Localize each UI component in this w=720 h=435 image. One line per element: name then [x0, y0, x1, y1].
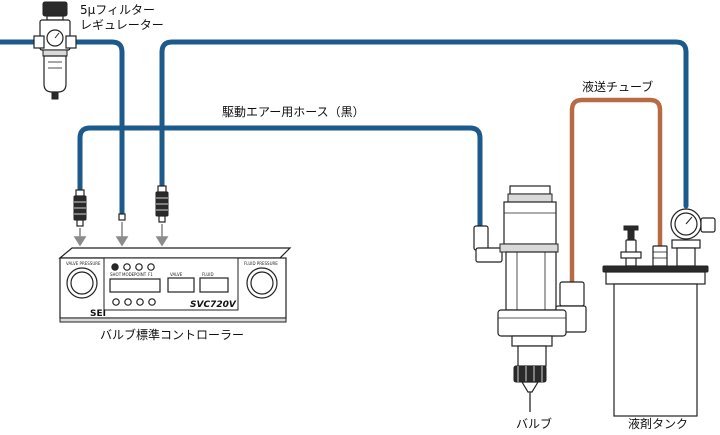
fluid-pressure-label: FLUID PRESSURE	[244, 261, 278, 266]
regulator-knob	[42, 1, 68, 17]
mode-button[interactable]	[123, 263, 131, 271]
valve-assembly	[473, 185, 587, 412]
controller-label: バルブ標準コントローラー	[100, 327, 244, 342]
shot-button[interactable]	[111, 263, 119, 271]
shot-label: SHOT	[110, 272, 122, 277]
tank-label: 液剤タンク	[628, 416, 688, 431]
brand-logo: SEI	[90, 309, 106, 319]
liquid-tube-label: 液送チューブ	[582, 79, 653, 94]
model-name: SVC720V	[190, 300, 237, 310]
valve-air-fitting	[473, 225, 489, 251]
f1-button[interactable]	[147, 263, 155, 271]
valve-controller: VALVE PRESSURE FLUID PRESSURE SHOT MODE …	[58, 247, 292, 323]
regulator-label-line2: レギュレーター	[80, 18, 164, 32]
f1-label: F1	[148, 272, 153, 277]
air-hoses	[0, 39, 689, 229]
valve-upper-body	[503, 201, 557, 245]
valve-pressure-label: VALVE PRESSURE	[66, 261, 101, 266]
liquid-tank	[602, 208, 716, 417]
air-hose-label: 駆動エアー用ホース（黒）	[222, 105, 365, 119]
liquid-tube	[569, 97, 663, 285]
drive-air-hose	[77, 125, 483, 229]
timer-display	[109, 278, 161, 293]
regulator-to-tank-hose	[159, 39, 689, 209]
point-label: POINT	[134, 272, 147, 277]
regulator-to-controller-hose	[63, 39, 125, 217]
valve-display-label: VALVE	[170, 272, 183, 277]
filter-bowl	[43, 55, 67, 93]
regulator-label-line1: 5μフィルター	[80, 3, 155, 17]
fitting-drive-air	[73, 189, 87, 227]
fluid-display	[199, 277, 229, 293]
filter-regulator	[33, 1, 77, 100]
point-button[interactable]	[135, 263, 143, 271]
valve-nozzle-hub	[513, 365, 547, 383]
valve-main-body	[505, 251, 557, 311]
fitting-return-air	[155, 185, 169, 223]
fitting-supply-air	[118, 213, 126, 221]
tank-liquid-outlet	[652, 245, 668, 267]
fluid-display-label: FLUID	[202, 272, 214, 277]
valve-label: バルブ	[516, 416, 552, 431]
valve-display	[167, 277, 195, 293]
tank-body	[613, 283, 698, 417]
connection-arrows	[73, 222, 169, 247]
mode-label: MODE	[122, 272, 135, 277]
valve-liquid-fitting	[559, 281, 585, 307]
